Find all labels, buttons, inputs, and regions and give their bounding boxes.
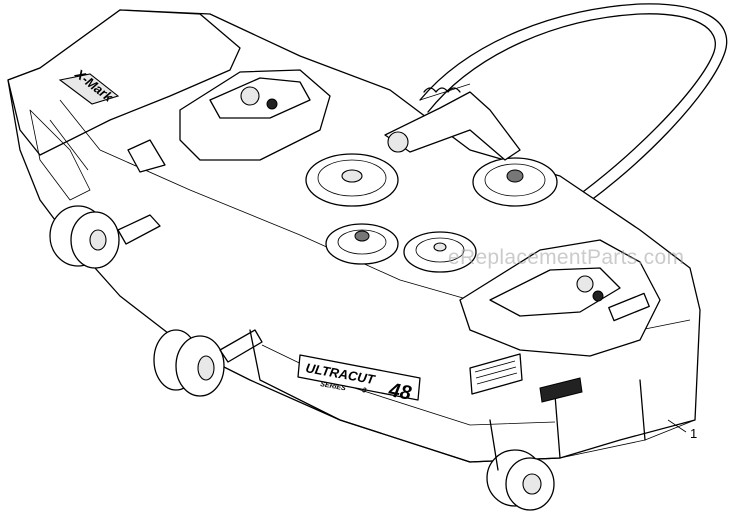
left-belt-cover: X-Mark: [7, 9, 241, 201]
ultracut-series: SERIES: [320, 381, 347, 392]
ultracut-series-numeral: 3: [362, 387, 367, 395]
wheel-left-rear: [49, 205, 161, 269]
wheel-left-front: [153, 329, 263, 397]
warning-decals: [127, 139, 583, 403]
callout-leader-1: [667, 419, 687, 433]
watermark-text: eReplacementParts.com: [448, 246, 685, 269]
pulley-right: [472, 157, 558, 207]
right-spindle-cover: [459, 239, 661, 357]
left-spindle-cover: [179, 69, 331, 161]
deck-size-decal: 48: [386, 379, 414, 405]
drive-belt: [419, 3, 728, 223]
pulley-center-idler: [325, 223, 399, 265]
callout-number-1: 1: [690, 426, 698, 441]
wheel-right-front: [486, 419, 555, 511]
pulley-center: [403, 231, 477, 273]
idler-arm: [384, 83, 521, 161]
pulley-rear-left: [305, 153, 399, 207]
